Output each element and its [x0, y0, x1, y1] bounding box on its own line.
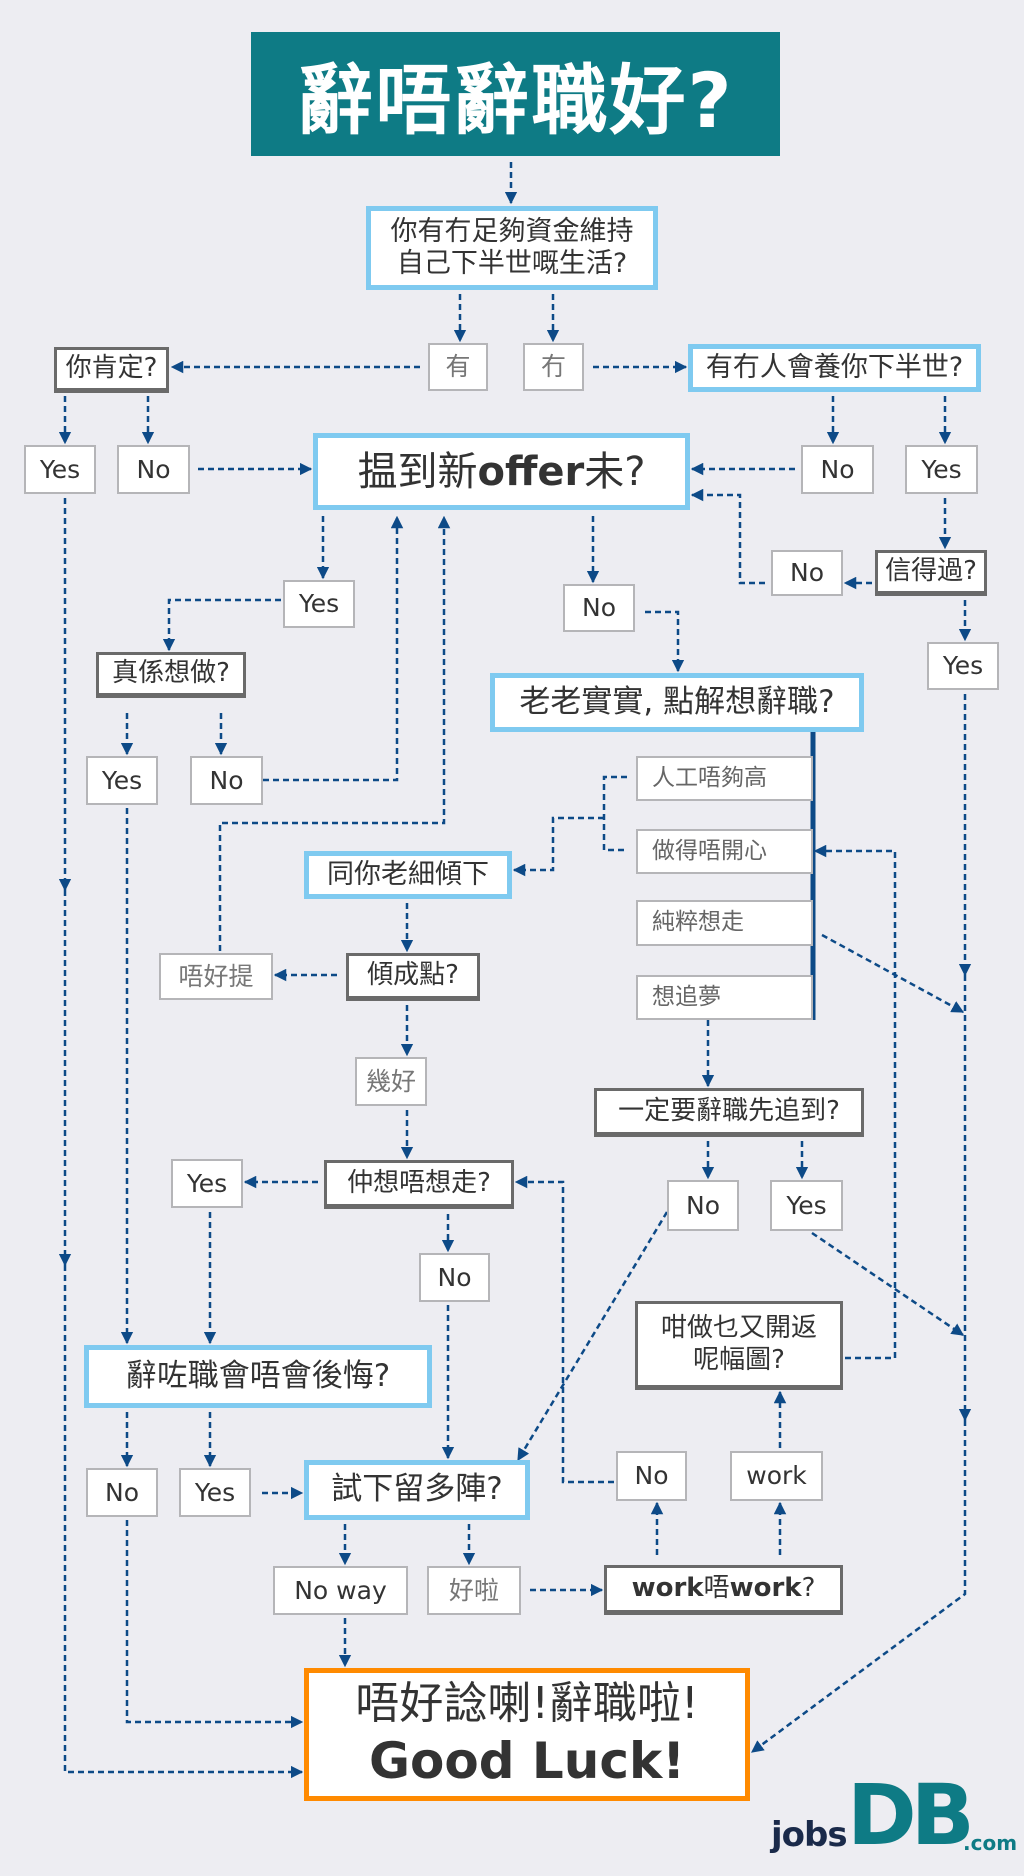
- question-sure: 你肯定?: [54, 347, 169, 393]
- answer-trust-no: No: [771, 550, 843, 596]
- answer-have: 有: [428, 343, 488, 391]
- arrow-mustyes-to-right: [811, 1231, 965, 1337]
- arrow-mustno-to-stay: [516, 1211, 669, 1462]
- answer-talk-good: 幾好: [355, 1057, 427, 1106]
- question-support: 有冇人會養你下半世?: [688, 344, 981, 392]
- logo-com: .com: [963, 1831, 1018, 1855]
- page-title: 辭唔辭職好?: [251, 32, 780, 156]
- question-must-quit: 一定要辭職先追到?: [594, 1088, 864, 1137]
- question-talk-result: 傾成點?: [346, 953, 480, 1001]
- question-regret: 辭咗職會唔會後悔?: [84, 1345, 432, 1408]
- arrow-trust-yes-to-final: [750, 1420, 967, 1754]
- arrow-really-no-to-offer: [263, 515, 404, 782]
- final-result: 唔好諗喇!辭職啦! Good Luck!: [304, 1668, 750, 1801]
- answer-regret-no: No: [86, 1468, 158, 1517]
- answer-offer-no: No: [563, 584, 635, 632]
- answer-still-no: No: [419, 1253, 490, 1302]
- answer-stay-ok: 好啦: [427, 1566, 521, 1615]
- question-really: 真係想做?: [96, 652, 246, 698]
- arrow-talkbad-to-offer: [218, 515, 451, 951]
- arrow-workno-to-still: [514, 1175, 614, 1484]
- answer-support-no: No: [801, 445, 874, 494]
- question-why-here: 咁做乜又開返 呢幅圖?: [635, 1301, 843, 1390]
- question-trust: 信得過?: [875, 550, 987, 596]
- answer-still-yes: Yes: [171, 1159, 243, 1208]
- question-funds-line1: 你有冇足夠資金維持: [390, 215, 634, 247]
- question-offer-pre: 揾到新: [357, 448, 478, 495]
- answer-really-no: No: [190, 756, 263, 805]
- answer-offer-yes: Yes: [283, 580, 355, 628]
- arrow-sure-yes-to-final: [63, 1265, 304, 1779]
- answer-work-yes: work: [730, 1451, 823, 1501]
- answer-trust-yes: Yes: [927, 642, 999, 690]
- question-stay: 試下留多陣?: [304, 1460, 530, 1520]
- answer-really-yes: Yes: [86, 756, 158, 805]
- arrow-whyhere-to-unhappy: [813, 844, 897, 1360]
- answer-regret-yes: Yes: [179, 1468, 251, 1517]
- question-offer-post: 未?: [584, 448, 646, 495]
- answer-support-yes: Yes: [905, 445, 978, 494]
- arrow-regret-no-to-final: [125, 1520, 304, 1729]
- talk-to-boss: 同你老細傾下: [304, 851, 512, 899]
- question-funds-line2: 自己下半世嘅生活?: [396, 248, 628, 279]
- arrow-reasons-to-talk: [514, 775, 627, 870]
- question-why-here-line2: 呢幅圖?: [693, 1344, 785, 1375]
- question-work-c: work: [729, 1573, 802, 1604]
- question-still-leave: 仲想唔想走?: [324, 1160, 514, 1209]
- answer-havent: 冇: [523, 343, 584, 391]
- question-why-quit: 老老實實, 點解想辭職?: [490, 673, 864, 732]
- question-offer-bold: offer: [477, 448, 585, 495]
- reason-low-pay: 人工唔夠高: [636, 756, 813, 801]
- answer-must-no: No: [667, 1180, 739, 1231]
- question-why-here-line1: 咁做乜又開返: [660, 1313, 817, 1344]
- question-work-b: 唔: [703, 1573, 730, 1604]
- reason-unhappy: 做得唔開心: [636, 829, 813, 874]
- final-line2: Good Luck!: [368, 1731, 686, 1790]
- arrow-justleave-to-right: [821, 933, 965, 1014]
- reason-chase-dream: 想追夢: [636, 975, 813, 1020]
- logo-jobs: jobs: [771, 1815, 848, 1855]
- jobsdb-logo: jobs DB .com: [771, 1766, 1017, 1864]
- reason-just-leave: 純粹想走: [636, 900, 813, 946]
- question-funds: 你有冇足夠資金維持 自己下半世嘅生活?: [366, 206, 658, 290]
- final-line1: 唔好諗喇!辭職啦!: [355, 1678, 699, 1730]
- question-work-d: ?: [801, 1573, 816, 1604]
- answer-sure-yes: Yes: [24, 445, 96, 494]
- arrow-trust-no-to-offer: [690, 488, 765, 585]
- answer-sure-no: No: [117, 445, 190, 494]
- arrow-offer-yes-to-really: [162, 598, 281, 652]
- answer-work-no: No: [616, 1451, 687, 1501]
- answer-must-yes: Yes: [770, 1180, 843, 1231]
- answer-talk-bad: 唔好提: [159, 953, 273, 1000]
- arrow-offerno-to-why: [645, 610, 685, 673]
- question-work-a: work: [631, 1573, 704, 1604]
- logo-db: DB: [847, 1766, 975, 1864]
- answer-stay-noway: No way: [273, 1566, 408, 1615]
